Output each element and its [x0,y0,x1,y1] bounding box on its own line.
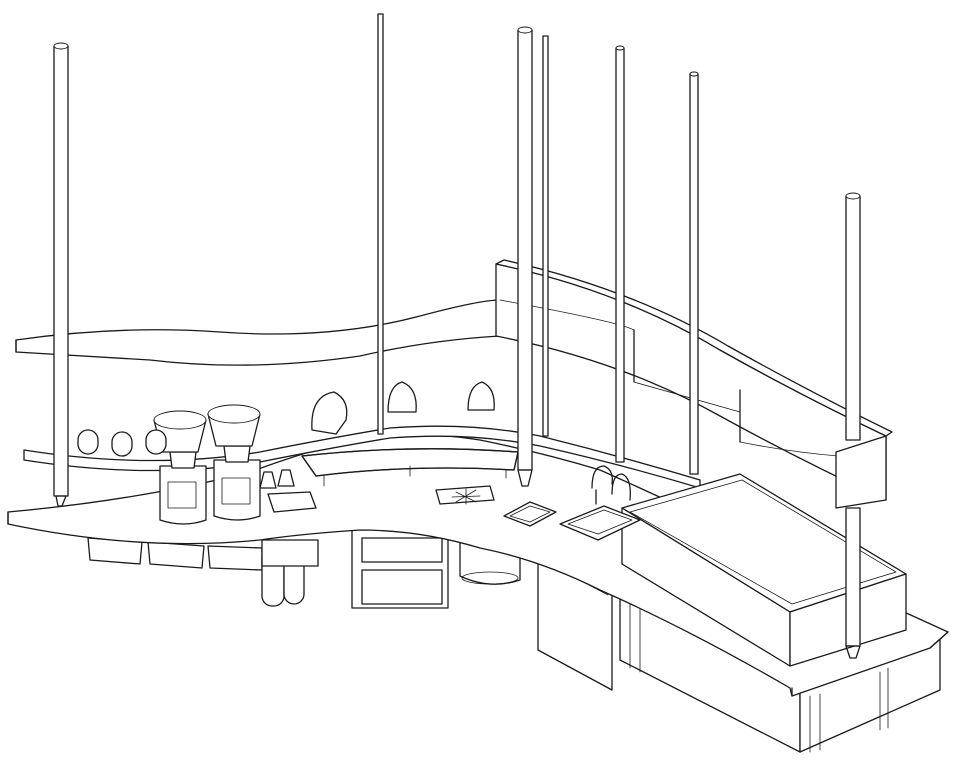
shelf-jars [77,381,495,457]
under-counter-drawer-units [87,527,941,753]
sinks [503,501,641,541]
coffee-grinders [153,404,261,525]
upper-shelf [15,299,501,366]
support-poles [53,13,861,659]
drain-grate [435,485,495,505]
small-cups [259,469,317,513]
faucets [591,465,631,505]
drip-tray-rack [301,448,519,487]
